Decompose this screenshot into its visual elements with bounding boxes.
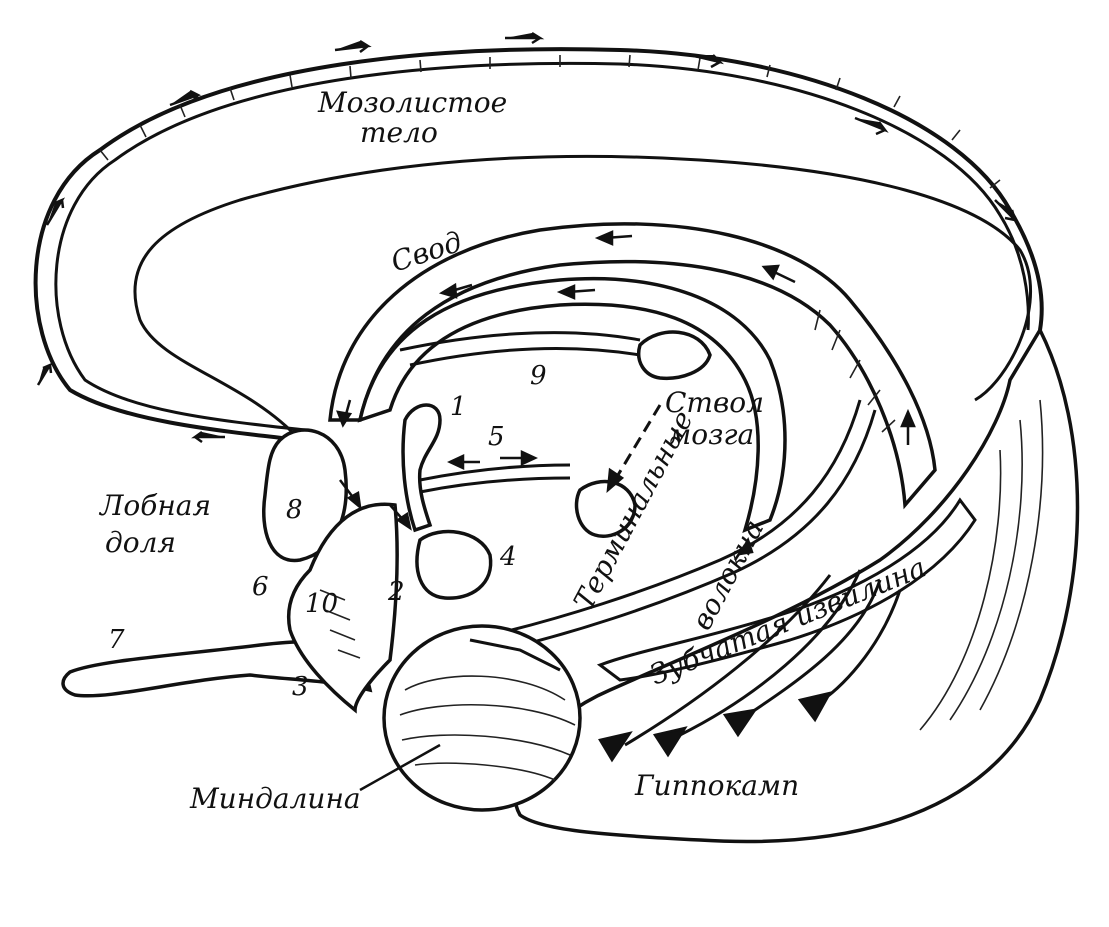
- callout-10: 10: [305, 589, 338, 619]
- septal-area: [262, 428, 399, 714]
- callout-9: 9: [530, 361, 547, 391]
- amygdala: [382, 624, 582, 812]
- label-brainstem-2: мозга: [668, 418, 754, 451]
- callout-2: 2: [387, 577, 405, 607]
- corpus-callosum: [33, 47, 1044, 442]
- fornix-arrows: [438, 230, 916, 445]
- hippocampus: [513, 326, 1080, 844]
- brainstem-pointer: [606, 404, 662, 493]
- hippocampal-fibers: [598, 569, 902, 763]
- amygdala-pointer: [359, 743, 441, 792]
- label-hippocampus: Гиппокамп: [634, 769, 799, 802]
- callout-5: 5: [488, 422, 505, 452]
- label-corpus-callosum-1: Мозолистое: [317, 86, 507, 119]
- label-brainstem-1: Ствол: [665, 386, 764, 419]
- fornix: [328, 222, 937, 533]
- mammillary-body: [401, 403, 493, 600]
- septal-arrows: [336, 399, 412, 531]
- callout-8: 8: [286, 495, 303, 525]
- habenula: [399, 330, 712, 381]
- callosum-arrows: [36, 31, 1017, 444]
- callout-3: 3: [292, 672, 309, 702]
- label-frontal-lobe-2: доля: [105, 526, 176, 559]
- callout-7: 7: [108, 625, 125, 655]
- stria-terminalis: [469, 399, 877, 657]
- callout-1: 1: [450, 392, 467, 422]
- label-corpus-callosum-2: тело: [360, 116, 438, 149]
- label-amygdala: Миндалина: [189, 782, 361, 815]
- thalamic-connections: [419, 450, 637, 538]
- label-frontal-lobe-1: Лобная: [98, 489, 211, 522]
- callout-4: 4: [499, 542, 517, 572]
- callout-6: 6: [252, 572, 269, 602]
